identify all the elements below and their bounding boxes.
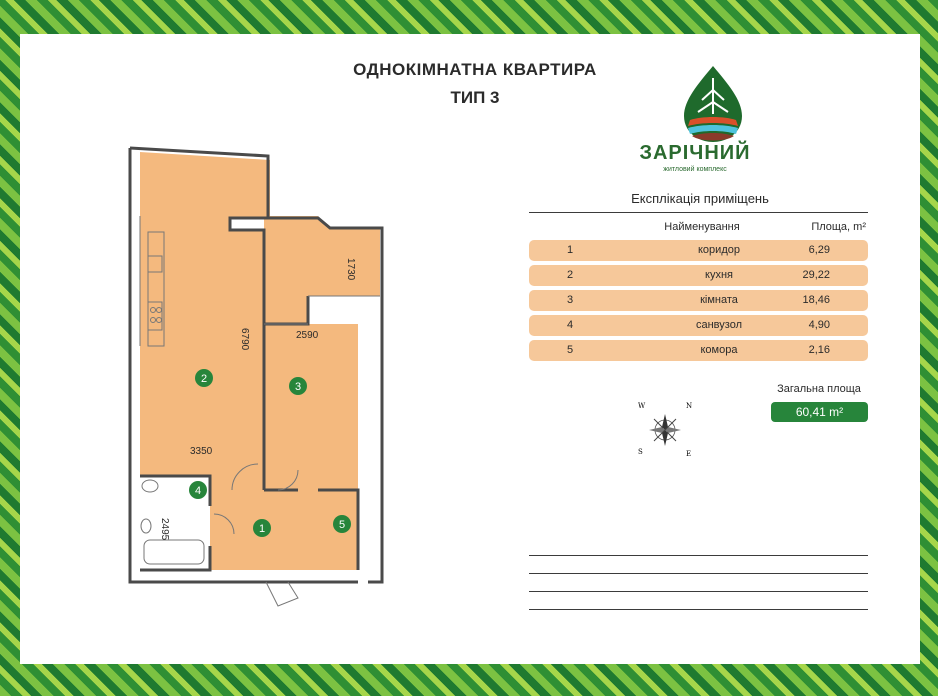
brand-name: ЗАРІЧНИЙ (639, 142, 751, 164)
room-marker-4 (189, 481, 207, 499)
row-number: 2 (567, 269, 574, 281)
row-area: 6,29 (808, 244, 830, 256)
blank-line (529, 609, 868, 610)
header-name: Найменування (664, 221, 740, 233)
room-marker-label: 5 (339, 519, 345, 531)
room-marker-3 (289, 377, 307, 395)
dimension-1730: 1730 (345, 258, 356, 281)
row-name: комора (700, 344, 738, 356)
room-marker-2 (195, 369, 213, 387)
row-name: коридор (698, 244, 740, 256)
leaf-logo-icon (684, 66, 742, 142)
row-name: кухня (705, 269, 733, 281)
blank-line (529, 555, 868, 556)
table-row: 2 кухня 29,22 (529, 265, 868, 286)
brand-tagline: житловий комплекс (663, 166, 727, 173)
page-subtitle: ТИП 3 (450, 88, 500, 107)
compass-n: N (686, 402, 692, 410)
table-row: 1 коридор 6,29 (529, 240, 868, 261)
row-number: 5 (567, 344, 574, 356)
row-area: 2,16 (808, 344, 830, 356)
dimension-2495: 2495 (159, 518, 170, 541)
row-number: 1 (567, 244, 574, 256)
header-area: Площа, m² (811, 221, 866, 233)
dimension-6790: 6790 (239, 328, 250, 351)
compass-icon: N W S E (638, 402, 692, 458)
row-number: 4 (567, 319, 574, 331)
row-area: 29,22 (802, 269, 830, 281)
floor-plan: 6790 1730 2590 3350 2495 2 3 4 1 5 (128, 146, 384, 607)
room-marker-1 (253, 519, 271, 537)
table-row: 3 кімната 18,46 (529, 290, 868, 311)
room-marker-label: 2 (201, 373, 207, 385)
compass-e: E (686, 450, 691, 458)
room-marker-label: 4 (195, 485, 201, 497)
room-marker-5 (333, 515, 351, 533)
dimension-3350: 3350 (190, 446, 213, 457)
row-number: 3 (567, 294, 574, 306)
room-marker-label: 3 (295, 381, 301, 393)
room-fills (140, 152, 380, 570)
total-area-label: Загальна площа (777, 383, 861, 395)
row-area: 18,46 (802, 294, 830, 306)
compass-s: S (638, 448, 643, 456)
page-title: ОДНОКІМНАТНА КВАРТИРА (353, 60, 597, 79)
blank-line (529, 573, 868, 574)
blank-line (529, 591, 868, 592)
table-row: 4 санвузол 4,90 (529, 315, 868, 336)
compass-w: W (638, 402, 646, 410)
row-name: кімната (700, 294, 738, 306)
table-row: 5 комора 2,16 (529, 340, 868, 361)
explication-title: Експлікація приміщень (631, 191, 769, 206)
row-area: 4,90 (808, 319, 830, 331)
row-name: санвузол (695, 319, 742, 331)
room-marker-label: 1 (259, 523, 265, 535)
room-markers: 2 3 4 1 5 (189, 369, 351, 537)
total-area-value: 60,41 m² (771, 402, 868, 422)
dimension-2590: 2590 (296, 330, 319, 341)
table-divider (529, 212, 868, 213)
